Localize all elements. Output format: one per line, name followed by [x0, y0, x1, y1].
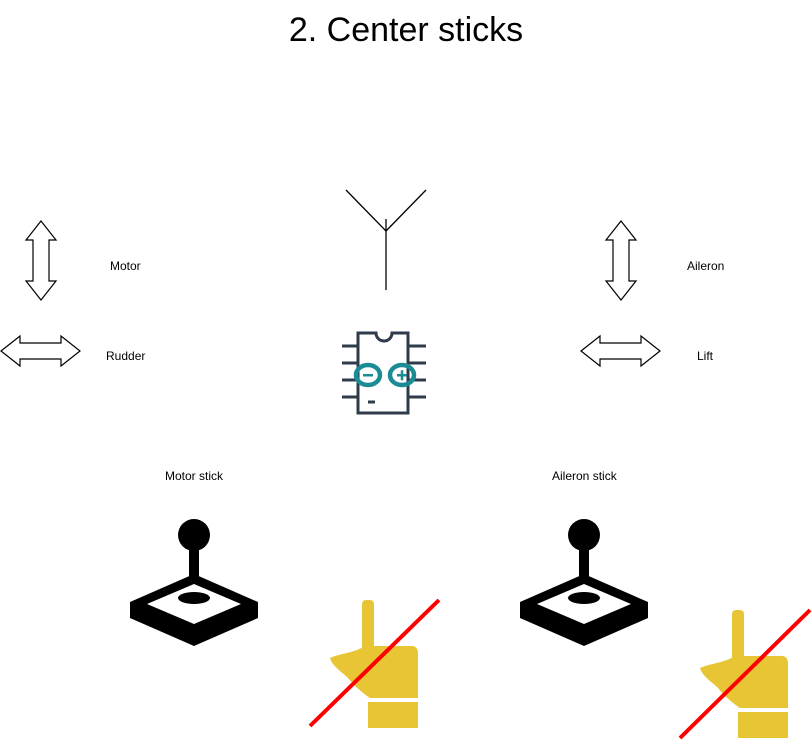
aileron-stick-label: Aileron stick	[552, 469, 617, 483]
page-title: 2. Center sticks	[288, 11, 524, 49]
crossed-out-hand-icon	[678, 608, 812, 740]
antenna-icon	[345, 189, 427, 290]
motor-stick-label: Motor stick	[165, 469, 224, 483]
double-arrow-vertical-icon	[604, 220, 638, 301]
double-arrow-horizontal-icon	[0, 334, 81, 368]
double-arrow-vertical-icon	[24, 220, 58, 301]
crossed-out-hand-icon	[308, 598, 441, 728]
aileron-label: Aileron	[687, 259, 725, 273]
pointing-hand-icon	[330, 600, 418, 728]
joystick-icon	[520, 519, 648, 646]
rudder-label: Rudder	[106, 349, 146, 363]
arduino-chip-icon	[342, 331, 426, 415]
double-arrow-horizontal-icon	[580, 334, 661, 368]
lift-label: Lift	[697, 349, 714, 363]
joystick-icon	[130, 519, 258, 646]
motor-label: Motor	[110, 259, 141, 273]
pointing-hand-icon	[700, 610, 788, 738]
